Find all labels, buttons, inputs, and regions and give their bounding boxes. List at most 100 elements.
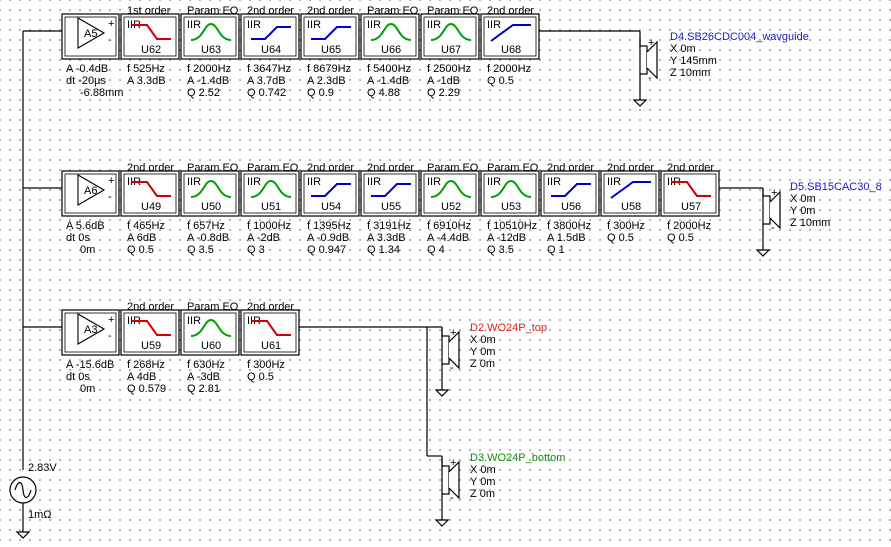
- source-impedance-label: 1mΩ: [28, 509, 52, 521]
- ground-symbol: [434, 380, 450, 397]
- filter-param: f 8679Hz: [307, 63, 351, 75]
- filter-param: f 1395Hz: [307, 220, 351, 232]
- filter-param: f 2000Hz: [667, 220, 711, 232]
- filter-type: IIR: [247, 176, 261, 188]
- filter-inner-frame: [123, 16, 177, 57]
- peak-response-icon: [250, 179, 292, 198]
- peak-response-icon: [190, 318, 232, 337]
- filter-id: U58: [621, 201, 641, 213]
- driver-d5-sb15cac30-8[interactable]: +-D5.SB15CAC30_8X 0mY 0mZ 10mm: [755, 181, 882, 257]
- filter-id: U61: [261, 340, 281, 352]
- filter-inner-frame: [423, 16, 477, 57]
- driver-coordinate: X 0m: [670, 43, 696, 55]
- filter-param: f 6910Hz: [427, 220, 471, 232]
- plus-sign: +: [771, 187, 777, 199]
- filter-param: A -3dB: [187, 371, 220, 383]
- ground-symbol: [434, 510, 450, 527]
- minus-sign: -: [108, 34, 112, 46]
- filter-param: Q 0.5: [607, 232, 634, 244]
- ground-symbol: [755, 240, 771, 257]
- amplifier-label: A5: [84, 28, 97, 40]
- filter-param: f 630Hz: [187, 359, 225, 371]
- driver-coordinate: X 0m: [790, 193, 816, 205]
- filter-box: [120, 13, 180, 60]
- filter-param: A 1.5dB: [547, 232, 586, 244]
- driver-coordinate: Z 10mm: [670, 67, 710, 79]
- filter-type: IIR: [427, 176, 441, 188]
- filter-box: [480, 170, 540, 217]
- filter-box: [360, 170, 420, 217]
- filter-type: IIR: [367, 19, 381, 31]
- filter-inner-frame: [483, 16, 537, 57]
- filter-param: Q 1.34: [367, 244, 400, 256]
- speaker-cone: [448, 460, 460, 500]
- filter-param: f 268Hz: [127, 359, 165, 371]
- filter-param: A 6dB: [127, 232, 156, 244]
- driver-name: D2.WO24P_top: [470, 322, 547, 334]
- filter-param: A -2dB: [247, 232, 280, 244]
- filter-type: IIR: [607, 176, 621, 188]
- filter-type: IIR: [487, 176, 501, 188]
- plus-sign: +: [450, 457, 456, 469]
- filter-param: A 3.3dB: [367, 232, 406, 244]
- filter-param: f 3191Hz: [367, 220, 411, 232]
- lowpass-response-icon: [131, 320, 171, 336]
- filter-param: Q 2.29: [427, 87, 460, 99]
- filter-type: IIR: [187, 19, 201, 31]
- filter-param: A 3.3dB: [127, 75, 166, 87]
- filter-inner-frame: [363, 16, 417, 57]
- speaker-icon: [441, 330, 460, 370]
- filter-param: f 10510Hz: [487, 220, 537, 232]
- filter-param: Q 2.81: [187, 383, 220, 395]
- driver-name: D5.SB15CAC30_8: [790, 181, 882, 193]
- driver-coordinate: Y 145mm: [670, 55, 717, 67]
- plus-sign: +: [648, 37, 654, 49]
- plus-sign: +: [450, 327, 456, 339]
- filter-param: f 300Hz: [607, 220, 645, 232]
- filter-inner-frame: [123, 173, 177, 214]
- filter-box: [180, 170, 240, 217]
- filter-inner-frame: [663, 173, 717, 214]
- amplifier-gain: A -0.4dB: [66, 63, 108, 75]
- filter-param: A -0.8dB: [187, 232, 229, 244]
- filter-param: Q 0.9: [307, 87, 334, 99]
- speaker-icon: [639, 40, 658, 80]
- filter-id: U66: [381, 44, 401, 56]
- filter-box: [360, 13, 420, 60]
- highshelf-response-icon: [311, 183, 351, 197]
- filter-id: U55: [381, 201, 401, 213]
- filter-param: f 2500Hz: [427, 63, 471, 75]
- filter-param: Q 0.5: [667, 232, 694, 244]
- lowpass-response-icon: [251, 320, 291, 336]
- filter-param: Q 3.5: [187, 244, 214, 256]
- amplifier-label: A6: [84, 185, 97, 197]
